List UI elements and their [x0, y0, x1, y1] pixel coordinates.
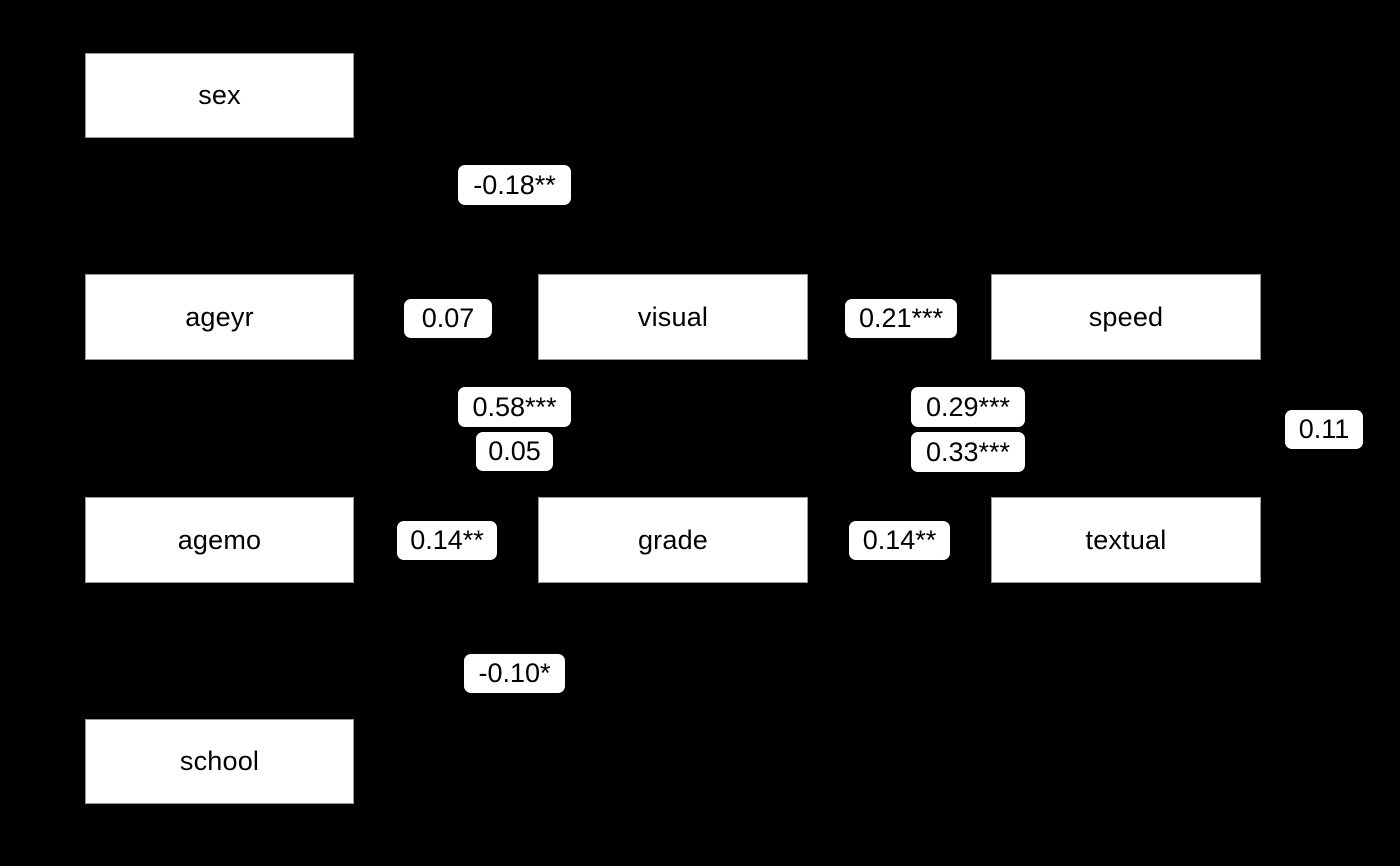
edge-label-text: 0.05	[488, 436, 541, 466]
node-box-agemo[interactable]: agemo	[85, 497, 354, 583]
node-label: textual	[1085, 524, 1167, 555]
node-label: grade	[637, 524, 709, 555]
edge-label-text: 0.14**	[410, 525, 484, 555]
edge-label-visual-textual[interactable]: 0.29***	[911, 387, 1025, 427]
node-box-speed[interactable]: speed	[991, 274, 1261, 360]
node-box-grade[interactable]: grade	[538, 497, 808, 583]
edge-label-grade-speed[interactable]: 0.33***	[911, 432, 1025, 472]
node-box-textual[interactable]: textual	[991, 497, 1261, 583]
node-label: agemo	[177, 524, 262, 555]
node-label: sex	[198, 80, 241, 110]
edge-label-sex-visual[interactable]: -0.18**	[458, 165, 571, 205]
edge-label-grade-textual[interactable]: 0.14**	[849, 521, 950, 560]
node-label: speed	[1088, 301, 1164, 332]
edge-label-text: -0.18**	[473, 169, 556, 200]
node-box-visual[interactable]: visual	[538, 274, 808, 360]
edge-label-speed-textual[interactable]: 0.11	[1285, 410, 1363, 449]
edge-label-agemo-grade[interactable]: 0.14**	[397, 521, 497, 560]
edge-label-school-grade[interactable]: -0.10*	[464, 654, 565, 693]
edge-label-visual-speed[interactable]: 0.21***	[845, 299, 957, 338]
edge-label-agemo-visual[interactable]: 0.05	[476, 432, 553, 471]
edge-label-text: 0.33***	[925, 436, 1011, 467]
node-label: ageyr	[185, 301, 254, 332]
edge-label-text: 0.07	[421, 303, 475, 333]
edge-label-text: -0.10*	[478, 658, 551, 688]
edge-label-text: 0.29***	[925, 391, 1011, 422]
node-label: visual	[637, 301, 709, 332]
node-box-ageyr[interactable]: ageyr	[85, 274, 354, 360]
edge-label-text: 0.21***	[858, 303, 944, 333]
node-box-sex[interactable]: sex	[85, 53, 354, 138]
edge-label-text: 0.58***	[472, 391, 557, 422]
edge-label-ageyr-grade[interactable]: 0.58***	[458, 387, 571, 427]
node-label: school	[179, 746, 260, 776]
edge-label-ageyr-visual[interactable]: 0.07	[404, 299, 492, 338]
node-box-school[interactable]: school	[85, 719, 354, 804]
edge-label-text: 0.14**	[862, 525, 937, 555]
edge-label-text: 0.11	[1298, 414, 1350, 444]
